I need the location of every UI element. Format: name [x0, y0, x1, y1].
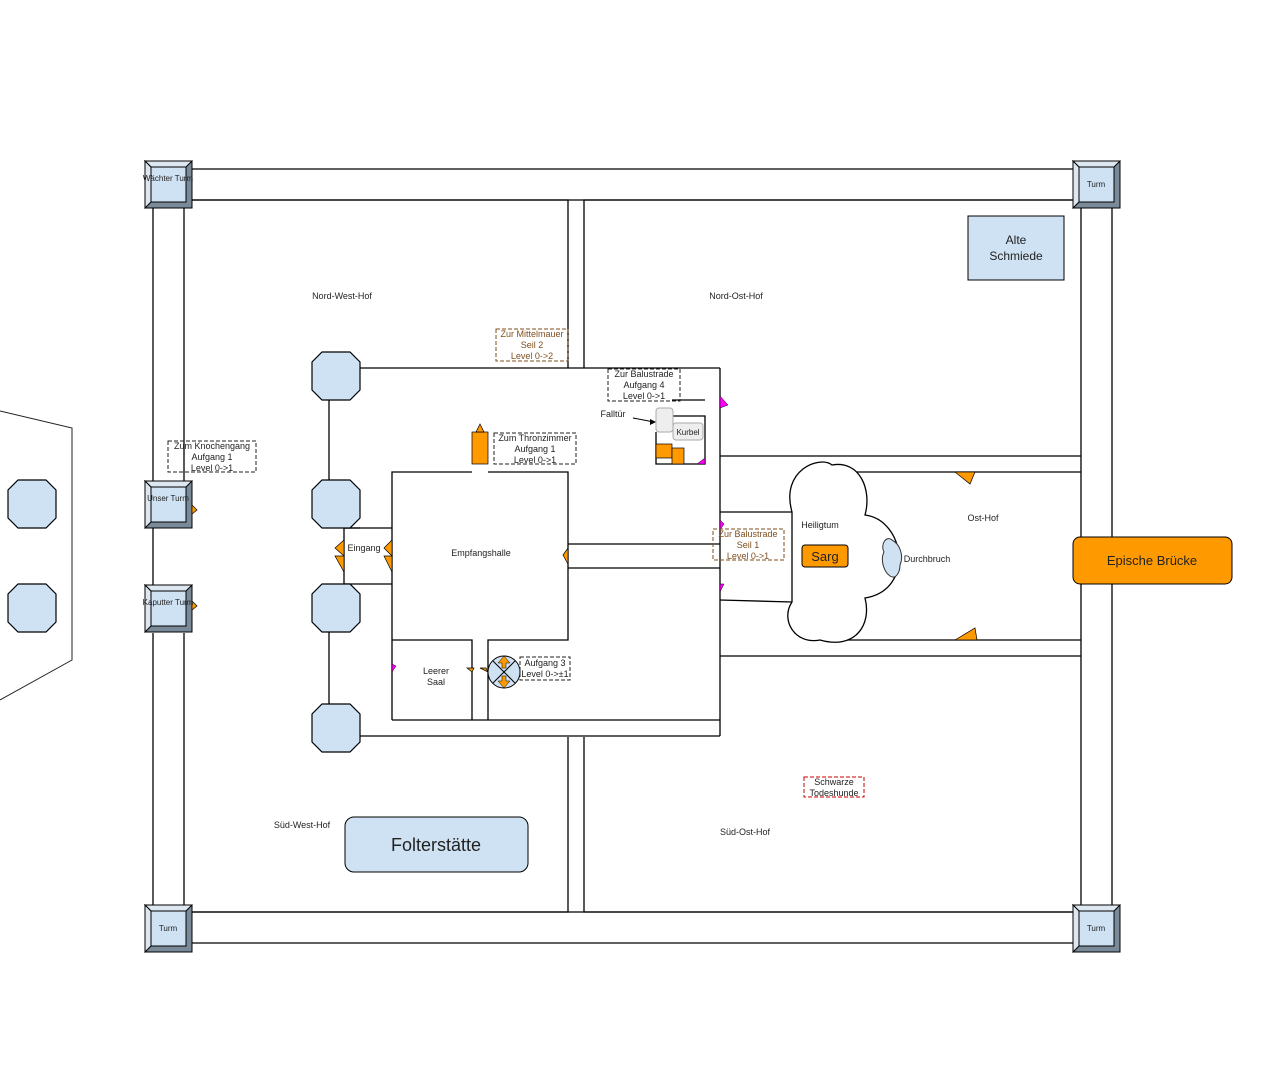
octagon-tower [311, 351, 361, 401]
tower-kaputt-label: Kaputter Turm [143, 598, 194, 607]
tower-unser [143, 479, 194, 530]
note-line: Level 0->1 [623, 391, 665, 401]
bevel-towers [143, 159, 1122, 954]
tower-sw-label: Turm [159, 924, 178, 933]
note-line: Zur Balustrade [718, 529, 777, 539]
tower-ne [1071, 159, 1122, 210]
note-line: Schwarze [814, 777, 854, 787]
folterstaette-box[interactable] [344, 816, 529, 873]
note-line: Seil 2 [521, 340, 544, 350]
durchbruch-rubble-icon [881, 538, 903, 578]
sarg-label: Sarg [811, 549, 838, 564]
tower-se-label: Turm [1087, 924, 1106, 933]
octagon-tower [311, 479, 361, 529]
eingang-label: Eingang [347, 543, 380, 553]
octagon-tower [311, 583, 361, 633]
note-line: Aufgang 1 [514, 444, 555, 454]
east-corridors [719, 455, 1081, 657]
tower-nw-label: Wächter Turm [143, 174, 194, 183]
alte-schmiede-box[interactable] [967, 215, 1065, 281]
note-line: Level 0->1 [191, 463, 233, 473]
tower-ne-label: Turm [1087, 180, 1106, 189]
kurbel-box[interactable] [672, 422, 704, 441]
courtyard-sw-label: Süd-West-Hof [274, 820, 331, 830]
falltuer-box[interactable] [655, 407, 674, 433]
kurbel-label: Kurbel [676, 428, 699, 437]
note-line: Level 0->±1 [521, 669, 568, 679]
tower-nw [143, 159, 194, 210]
octagon-tower [7, 479, 57, 529]
note-line: Level 0->2 [511, 351, 553, 361]
note-boxes [167, 328, 865, 798]
note-line: Level 0->1 [727, 551, 769, 561]
tower-sw [143, 903, 194, 954]
note-line: Aufgang 3 [524, 658, 565, 668]
durchbruch-label: Durchbruch [904, 554, 951, 564]
aufgang3-stair-icon[interactable] [487, 655, 521, 689]
octagon-towers [7, 351, 361, 753]
falltuer-label: Falltür [600, 409, 625, 419]
note-line: Aufgang 1 [191, 452, 232, 462]
arrow-head-icon [650, 419, 656, 425]
magenta-markers [391, 395, 729, 673]
courtyard-ost-label: Ost-Hof [967, 513, 999, 523]
note-line: Zur Mittelmauer [500, 329, 563, 339]
note-line: Zum Thronzimmer [498, 433, 571, 443]
note-line: Zum Knochengang [174, 441, 250, 451]
schmiede-line: Schmiede [989, 249, 1043, 263]
west-structure [0, 410, 73, 701]
bruecke-label: Epische Brücke [1107, 553, 1197, 568]
octagon-tower [311, 703, 361, 753]
note-line: Todeshunde [809, 788, 858, 798]
empfang-label: Empfangshalle [451, 548, 511, 558]
tower-kaputt [143, 583, 194, 634]
heiligtum-label: Heiligtum [801, 520, 839, 530]
courtyard-se-label: Süd-Ost-Hof [720, 827, 771, 837]
note-line: Level 0->1 [514, 455, 556, 465]
courtyard-ne-label: Nord-Ost-Hof [709, 291, 763, 301]
tower-se [1071, 903, 1122, 954]
octagon-tower [7, 583, 57, 633]
courtyard-borders [184, 199, 1081, 913]
epische-bruecke-box[interactable] [1072, 536, 1233, 585]
door-markers [191, 423, 978, 673]
schmiede-line: Alte [1006, 233, 1027, 247]
sarg-box[interactable] [801, 544, 849, 568]
folter-label: Folterstätte [391, 835, 481, 855]
note-line: Seil 1 [737, 540, 760, 550]
courtyard-nw-label: Nord-West-Hof [312, 291, 372, 301]
note-line: Zur Balustrade [614, 369, 673, 379]
note-line: Aufgang 4 [623, 380, 664, 390]
tower-unser-label: Unser Turm [147, 494, 189, 503]
